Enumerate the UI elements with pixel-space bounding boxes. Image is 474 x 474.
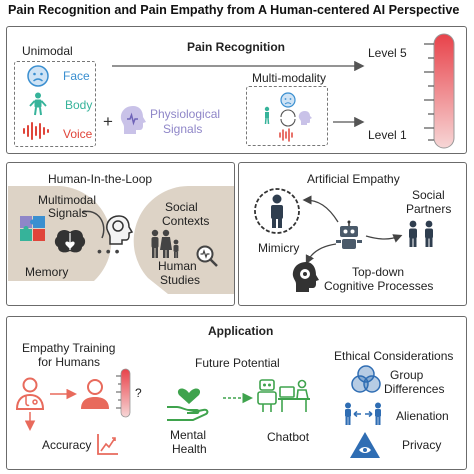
hitl-signals-label: Signals (48, 206, 88, 220)
social-partners-label-2: Partners (406, 202, 452, 216)
multimodality-label: Multi-modality (252, 71, 327, 85)
mimicry-label: Mimicry (258, 241, 300, 255)
partners-icon (409, 220, 433, 247)
physiological-label: Physiological (150, 107, 221, 121)
chatbot-label: Chatbot (267, 430, 310, 444)
level5-label: Level 5 (368, 46, 407, 60)
differences-label: Differences (384, 382, 445, 396)
accuracy-chart-icon (97, 434, 118, 455)
multimodality-box (246, 86, 328, 146)
pain-recognition-heading: Pain Recognition (187, 40, 286, 54)
clinician-icon (15, 377, 45, 410)
empathy-training-label: Empathy Training (22, 341, 116, 355)
pain-level-gauge-icon (424, 33, 455, 149)
body-label: Body (65, 98, 93, 112)
thinking-head-icon (106, 215, 134, 245)
family-icon (151, 229, 179, 258)
privacy-icon (350, 432, 380, 458)
alienation-label: Alienation (396, 409, 449, 423)
topdown-label: Top-down (352, 265, 405, 279)
hitl-heading: Human-In-the-Loop (48, 172, 153, 186)
level1-label: Level 1 (368, 128, 407, 142)
body-icon (29, 92, 47, 116)
privacy-label: Privacy (402, 438, 442, 452)
unimodal-box (14, 61, 96, 147)
future-potential-label: Future Potential (195, 356, 280, 370)
mimicry-person-icon (254, 188, 300, 234)
magnifier-icon (196, 245, 218, 267)
multimodality-cluster-icon (264, 92, 312, 142)
artificial-empathy-panel (238, 162, 467, 306)
hitl-memory-label: Memory (25, 265, 69, 279)
figure-title: Pain Recognition and Pain Empathy from A… (8, 3, 460, 17)
venn-icon (351, 365, 381, 393)
voice-wave-icon (23, 122, 49, 140)
social-partners-label-1: Social (412, 188, 445, 202)
heart-hand-icon (167, 388, 209, 421)
voice-label: Voice (63, 127, 93, 141)
alienation-icon (345, 402, 381, 425)
cognitive-head-gear-icon (292, 262, 319, 292)
plus-sign: + (103, 112, 113, 131)
ethical-considerations-label: Ethical Considerations (334, 349, 454, 363)
unimodal-label: Unimodal (22, 44, 73, 58)
hitl-human-label: Human (158, 259, 197, 273)
ellipsis-dots: • • • (97, 243, 120, 259)
question-mark: ? (135, 386, 142, 400)
application-panel (6, 316, 467, 470)
mental-label: Mental (170, 428, 207, 442)
application-heading: Application (208, 324, 274, 338)
chatbot-desk-icon (257, 379, 310, 412)
hitl-studies-label: Studies (160, 273, 201, 287)
cognitive-processes-label: Cognitive Processes (324, 279, 434, 293)
robot-icon (336, 220, 362, 249)
patient-icon (81, 379, 109, 409)
face-label: Face (63, 69, 90, 83)
hitl-social-label: Social (165, 200, 198, 214)
for-humans-label: for Humans (38, 355, 101, 369)
brain-heart-icon (54, 229, 86, 253)
group-label: Group (390, 368, 424, 382)
pain-recognition-panel (6, 26, 467, 154)
physiological-head-icon (120, 106, 146, 134)
face-icon (27, 65, 49, 87)
human-in-the-loop-panel (6, 162, 235, 306)
empathy-heading: Artificial Empathy (307, 172, 400, 186)
puzzle-icon (20, 216, 45, 241)
hitl-contexts-label: Contexts (162, 214, 210, 228)
signals-label: Signals (163, 122, 203, 136)
accuracy-label: Accuracy (42, 438, 92, 452)
small-gauge-icon (116, 368, 131, 418)
hitl-multimodal-label: Multimodal (38, 193, 97, 207)
health-label: Health (172, 442, 207, 456)
